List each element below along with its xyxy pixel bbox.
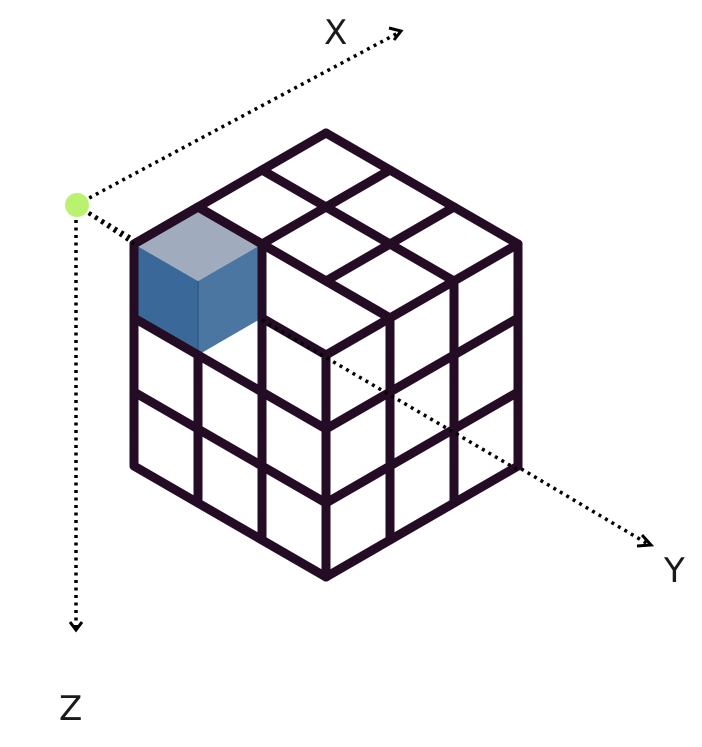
left-face-edge-bottom — [129, 461, 331, 582]
top-face-line-3 — [257, 165, 395, 249]
x-axis-line — [75, 31, 399, 207]
top-face-line-4 — [321, 202, 459, 286]
cube-grid — [129, 128, 523, 582]
x-axis-label: X — [324, 13, 347, 53]
top-face-edge-back-right — [321, 128, 523, 249]
z-axis-label: Z — [59, 689, 82, 729]
left-face-horizontal-2 — [129, 387, 331, 508]
step-edge-top-left — [129, 202, 203, 249]
left-face-horizontal-1 — [129, 313, 203, 360]
x-axis-arrowhead — [388, 26, 404, 41]
top-face-line-7 — [321, 276, 395, 323]
right-face-horizontal-1 — [321, 313, 523, 434]
origin-point — [65, 193, 89, 217]
right-face-edge-bottom — [321, 461, 523, 582]
top-face-line-5 — [321, 239, 523, 360]
top-face-line-6 — [257, 239, 331, 286]
y-axis-label: Y — [663, 551, 685, 591]
right-face-horizontal-2 — [321, 387, 523, 508]
left-face-horizontal-1b — [193, 350, 331, 434]
top-face-line-2 — [257, 165, 459, 286]
top-face-line-8 — [257, 313, 331, 360]
step-edge-top-right — [193, 202, 267, 249]
z-axis-arrowhead — [68, 621, 84, 633]
y-axis-arrowhead — [636, 533, 655, 548]
